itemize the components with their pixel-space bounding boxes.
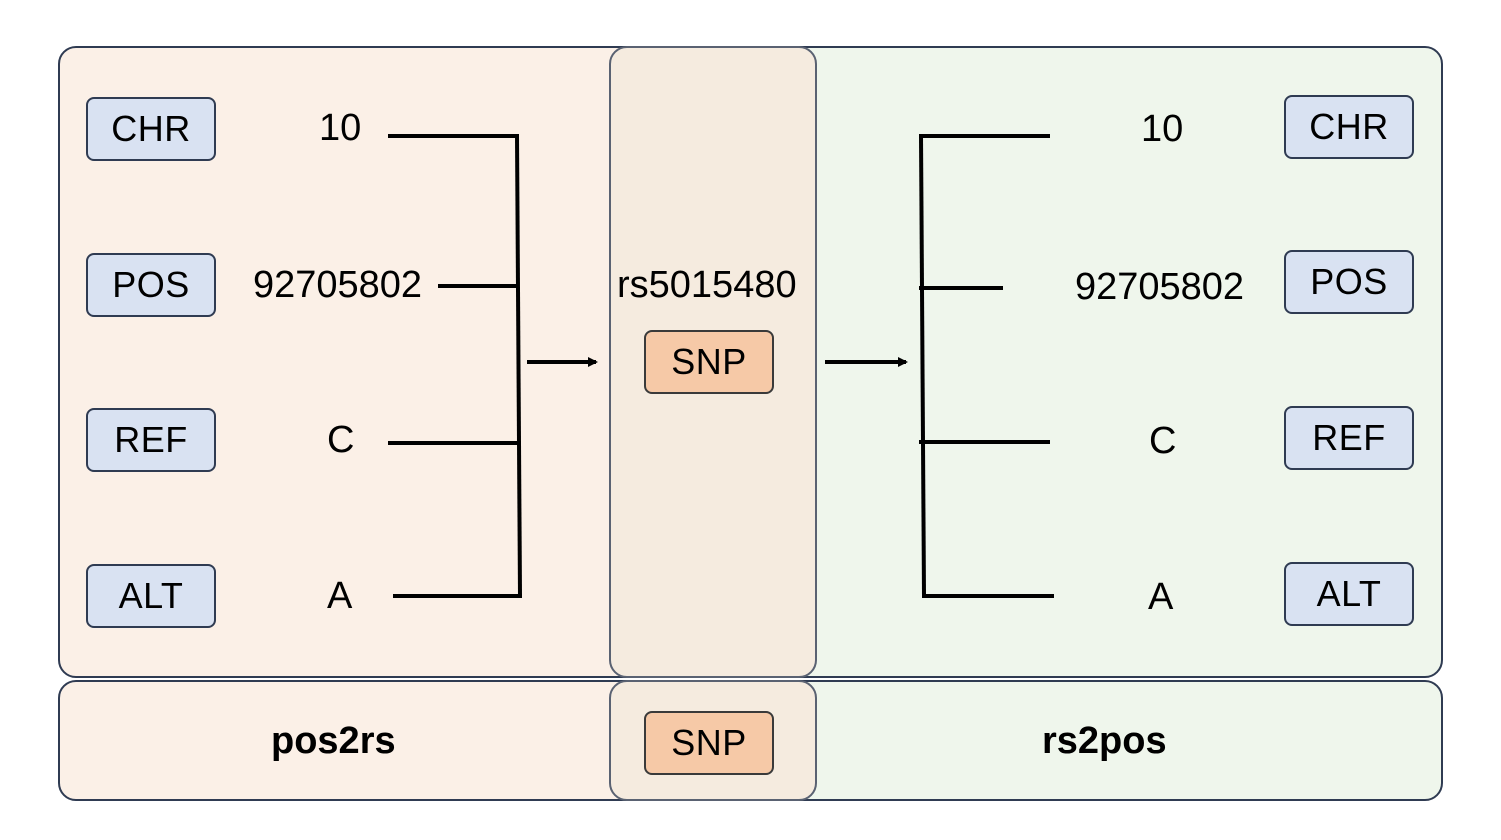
left-alt-tag: ALT xyxy=(86,564,216,628)
right-alt-tag: ALT xyxy=(1284,562,1414,626)
right-bracket-vertical xyxy=(918,133,927,599)
bottom-snp-tag: SNP xyxy=(644,711,774,775)
left-pos-value: 92705802 xyxy=(253,264,423,306)
left-ref-value: C xyxy=(327,419,355,461)
left-pos-tag: POS xyxy=(86,253,216,317)
left-alt-value: A xyxy=(327,575,353,617)
right-ref-tag: REF xyxy=(1284,406,1414,470)
right-chr-value: 10 xyxy=(1141,108,1184,150)
right-ref-value: C xyxy=(1149,420,1177,462)
left-ref-tag: REF xyxy=(86,408,216,472)
right-pos-tag: POS xyxy=(1284,250,1414,314)
pos2rs-label: pos2rs xyxy=(271,720,396,762)
left-bracket-vertical xyxy=(514,133,523,599)
rs2pos-label: rs2pos xyxy=(1042,720,1167,762)
right-chr-tag: CHR xyxy=(1284,95,1414,159)
right-alt-value: A xyxy=(1148,576,1174,618)
snp-tag: SNP xyxy=(644,330,774,394)
right-pos-value: 92705802 xyxy=(1075,266,1245,308)
left-chr-tag: CHR xyxy=(86,97,216,161)
rsid-value: rs5015480 xyxy=(617,264,797,306)
left-chr-value: 10 xyxy=(319,107,362,149)
